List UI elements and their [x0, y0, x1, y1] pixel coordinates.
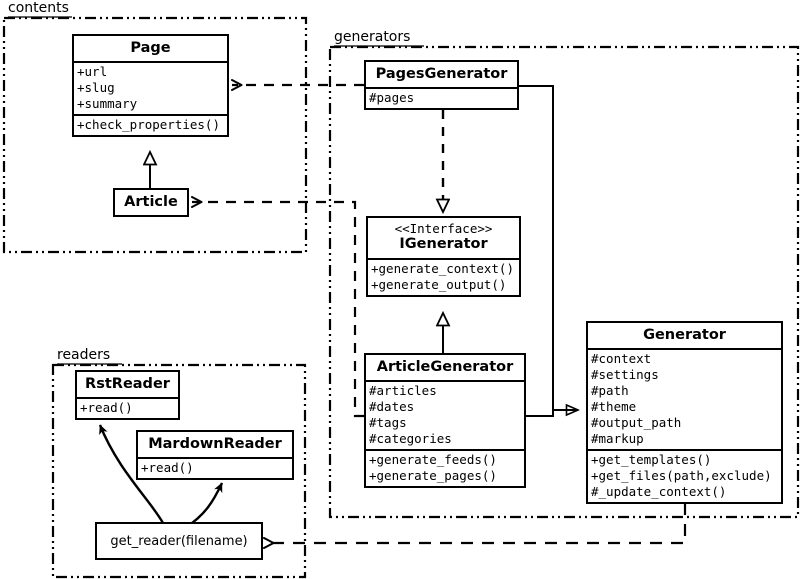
class-article-name: Article — [124, 194, 178, 210]
method: +generate_context() — [371, 261, 514, 276]
class-generator-attributes: #context #settings #path #theme #output_… — [588, 348, 781, 449]
class-igenerator[interactable]: <<Interface>> IGenerator +generate_conte… — [366, 216, 521, 297]
method: #_update_context() — [591, 484, 727, 499]
class-pagesgenerator-attributes: #pages — [366, 87, 517, 108]
method: +check_properties() — [77, 117, 220, 132]
attribute: #theme — [591, 399, 637, 414]
method: +generate_feeds() — [369, 452, 497, 467]
class-article[interactable]: Article — [113, 188, 189, 217]
attribute: #pages — [369, 90, 415, 105]
class-pagesgenerator[interactable]: PagesGenerator #pages — [364, 60, 519, 110]
attribute: #settings — [591, 367, 659, 382]
class-mardownreader-methods: +read() — [138, 457, 292, 478]
class-igenerator-name: IGenerator — [399, 236, 488, 252]
class-pagesgenerator-name: PagesGenerator — [375, 66, 508, 82]
class-rstreader-name: RstReader — [85, 376, 170, 392]
attribute: +summary — [77, 96, 138, 111]
method: +generate_pages() — [369, 468, 497, 483]
class-articlegenerator-methods: +generate_feeds() +generate_pages() — [366, 449, 524, 486]
class-page-attributes: +url +slug +summary — [74, 61, 227, 114]
function-get-reader[interactable]: get_reader(filename) — [95, 522, 263, 560]
class-igenerator-stereotype: <<Interface>> — [394, 221, 493, 236]
class-generator[interactable]: Generator #context #settings #path #them… — [586, 321, 783, 504]
attribute: #tags — [369, 415, 407, 430]
function-get-reader-label: get_reader(filename) — [110, 533, 248, 549]
package-readers-label: readers — [57, 347, 111, 363]
class-mardownreader[interactable]: MardownReader +read() — [136, 430, 294, 480]
class-mardownreader-name: MardownReader — [148, 436, 282, 452]
method: +read() — [141, 460, 194, 475]
package-contents-label: contents — [8, 0, 69, 16]
method: +get_templates() — [591, 452, 712, 467]
attribute: #output_path — [591, 415, 682, 430]
class-generator-methods: +get_templates() +get_files(path,exclude… — [588, 449, 781, 502]
class-articlegenerator-attributes: #articles #dates #tags #categories — [366, 380, 524, 449]
class-articlegenerator-name: ArticleGenerator — [376, 359, 514, 375]
method: +get_files(path,exclude) — [591, 468, 772, 483]
class-page[interactable]: Page +url +slug +summary +check_properti… — [72, 34, 229, 137]
class-generator-name: Generator — [643, 327, 726, 343]
class-rstreader[interactable]: RstReader +read() — [75, 370, 180, 420]
attribute: #path — [591, 383, 629, 398]
attribute: #categories — [369, 431, 452, 446]
class-igenerator-methods: +generate_context() +generate_output() — [368, 258, 519, 295]
class-page-name: Page — [130, 40, 171, 56]
attribute: #dates — [369, 399, 415, 414]
class-articlegenerator[interactable]: ArticleGenerator #articles #dates #tags … — [364, 353, 526, 488]
attribute: #context — [591, 351, 652, 366]
method: +read() — [80, 400, 133, 415]
class-page-methods: +check_properties() — [74, 114, 227, 135]
method: +generate_output() — [371, 277, 507, 292]
attribute: +url — [77, 64, 108, 79]
attribute: +slug — [77, 80, 115, 95]
attribute: #markup — [591, 431, 644, 446]
package-generators-label: generators — [334, 29, 411, 45]
class-rstreader-methods: +read() — [77, 397, 178, 418]
attribute: #articles — [369, 383, 437, 398]
